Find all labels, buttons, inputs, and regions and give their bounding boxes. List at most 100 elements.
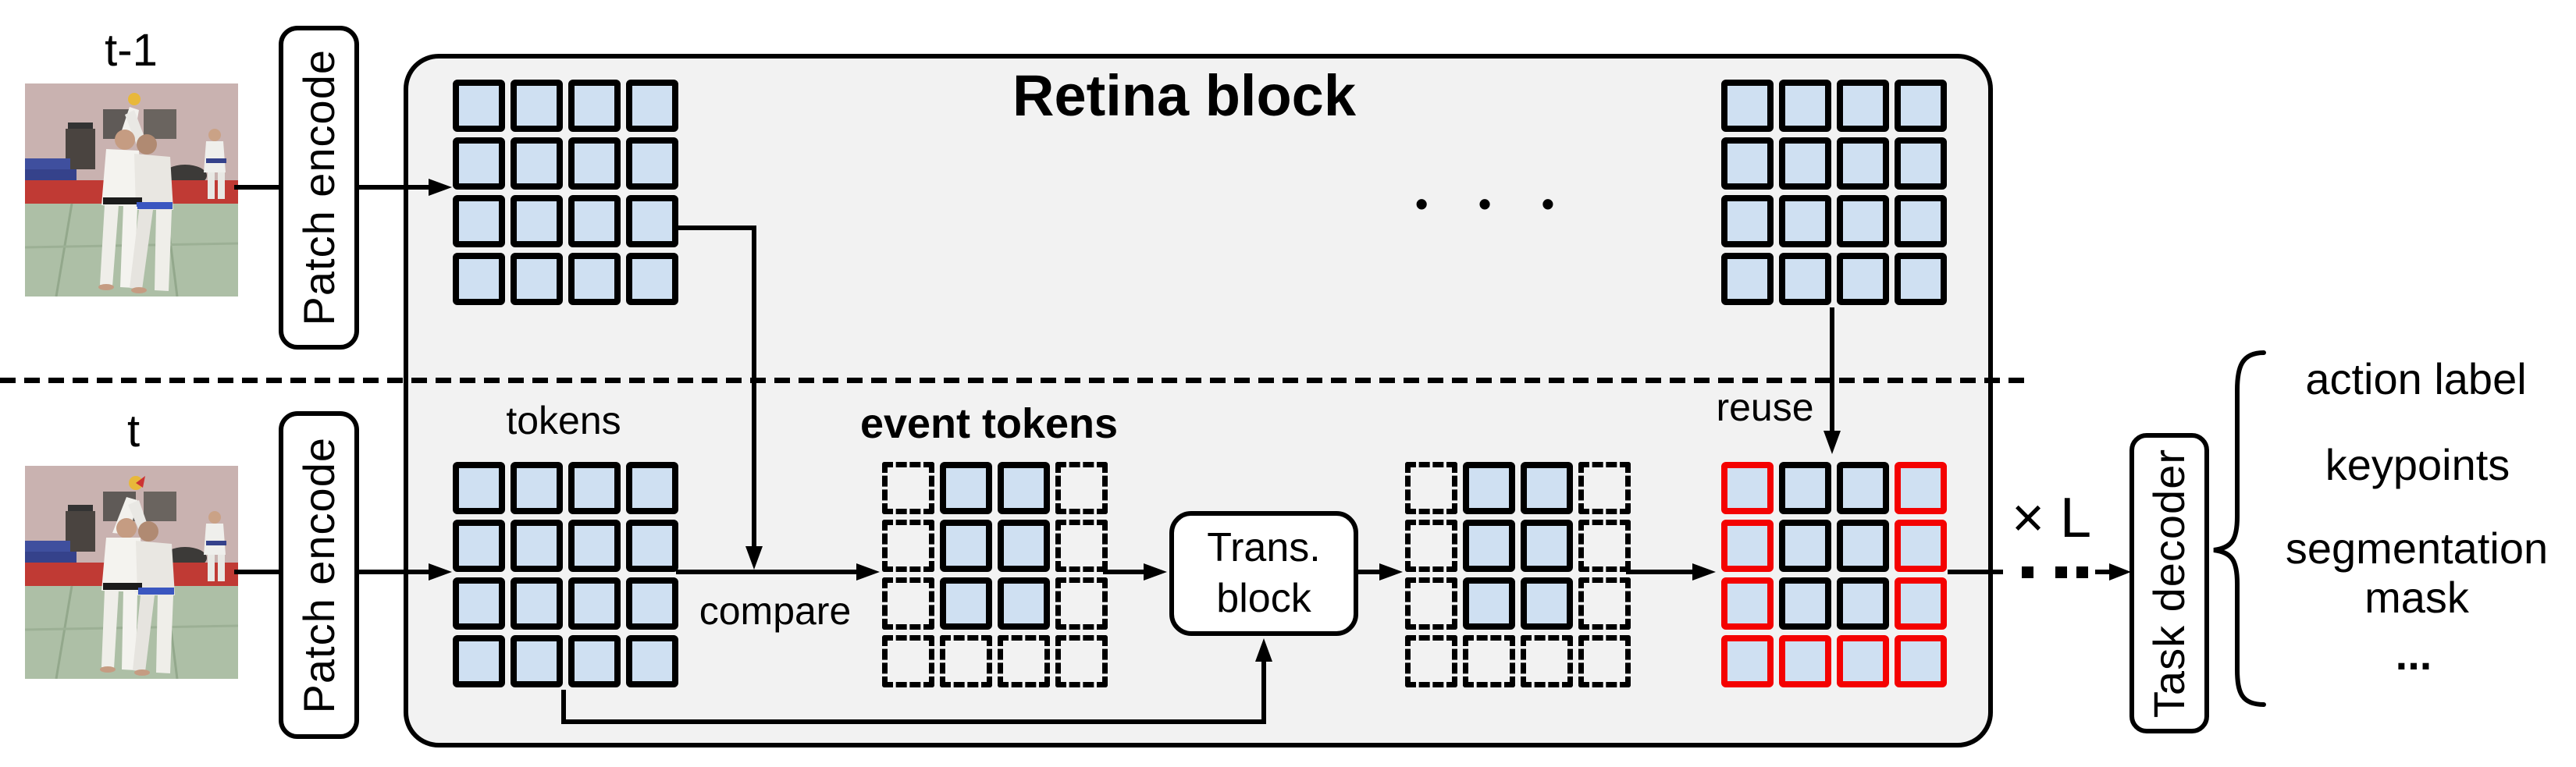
token-cell-r1-c3 (1578, 520, 1631, 572)
token-cell-r2-c1 (1779, 195, 1831, 247)
transformer-block: Trans. block (1169, 511, 1358, 636)
token-cell-r0-c3 (1895, 80, 1947, 132)
token-cell-r2-c0 (453, 577, 505, 630)
token-cell-r0-c2 (1521, 462, 1573, 514)
task-decoder-box: Task decoder (2129, 433, 2209, 733)
token-cell-r2-c1 (511, 577, 563, 630)
patch-encode-top-label: Patch encode (294, 49, 343, 326)
patch-encode-box-top: Patch encode (279, 26, 359, 350)
token-cell-r3-c3 (626, 635, 678, 687)
reuse-token-grid (1721, 462, 1947, 687)
token-cell-r0-c0 (1405, 462, 1457, 514)
token-cell-r1-c0 (882, 520, 934, 572)
token-cell-r0-c3 (626, 462, 678, 514)
token-cell-r0-c2 (998, 462, 1050, 514)
token-cell-r3-c0 (453, 253, 505, 305)
token-cell-r2-c2 (998, 577, 1050, 630)
token-cell-r0-c3 (626, 80, 678, 132)
video-frame-prev-image (24, 83, 239, 297)
token-cell-r2-c3 (626, 577, 678, 630)
token-cell-r3-c1 (1463, 635, 1515, 687)
token-cell-r1-c2 (1837, 520, 1889, 572)
token-cell-r0-c1 (1779, 80, 1831, 132)
token-cell-r2-c3 (1895, 577, 1947, 630)
token-cell-r0-c1 (1779, 462, 1831, 514)
token-cell-r1-c2 (568, 520, 621, 572)
token-cell-r3-c2 (1837, 253, 1889, 305)
output-ellipsis: ... (2395, 630, 2432, 679)
token-cell-r0-c1 (1463, 462, 1515, 514)
token-cell-r2-c2 (1521, 577, 1573, 630)
token-cell-r0-c0 (882, 462, 934, 514)
token-cell-r2-c2 (1837, 577, 1889, 630)
token-cell-r2-c0 (453, 195, 505, 247)
token-cell-r3-c1 (1779, 253, 1831, 305)
token-cell-r3-c0 (453, 635, 505, 687)
token-cell-r1-c2 (1521, 520, 1573, 572)
event-token-grid-output (1405, 462, 1631, 687)
token-cell-r2-c3 (1055, 577, 1108, 630)
output-segmentation-mask: segmentation mask (2285, 524, 2549, 622)
token-cell-r1-c3 (1895, 137, 1947, 190)
token-cell-r3-c0 (882, 635, 934, 687)
token-cell-r3-c1 (511, 253, 563, 305)
task-decoder-label: Task decoder (2144, 448, 2194, 719)
token-cell-r2-c0 (1721, 577, 1774, 630)
token-cell-r3-c2 (568, 253, 621, 305)
token-cell-r0-c0 (453, 462, 505, 514)
token-cell-r0-c2 (568, 462, 621, 514)
temporal-separator-dashed-line (0, 378, 2026, 383)
retina-block-title: Retina block (1012, 63, 1356, 128)
token-cell-r0-c2 (1837, 80, 1889, 132)
token-cell-r0-c1 (511, 462, 563, 514)
token-cell-r0-c0 (1721, 80, 1774, 132)
token-cell-r1-c3 (626, 137, 678, 190)
token-cell-r1-c1 (511, 520, 563, 572)
event-tokens-label: event tokens (859, 400, 1119, 447)
token-cell-r2-c1 (1779, 577, 1831, 630)
token-cell-r0-c1 (511, 80, 563, 132)
token-cell-r2-c3 (1578, 577, 1631, 630)
token-cell-r1-c1 (1463, 520, 1515, 572)
token-cell-r3-c2 (568, 635, 621, 687)
token-cell-r1-c2 (1837, 137, 1889, 190)
trans-block-line2: block (1216, 576, 1311, 621)
token-cell-r1-c3 (1055, 520, 1108, 572)
token-cell-r0-c0 (1721, 462, 1774, 514)
token-cell-r3-c3 (1055, 635, 1108, 687)
token-cell-r3-c2 (998, 635, 1050, 687)
token-cell-r1-c1 (511, 137, 563, 190)
token-cell-r0-c3 (1895, 462, 1947, 514)
frame-prev-label: t-1 (105, 25, 158, 76)
token-cell-r3-c3 (1578, 635, 1631, 687)
output-keypoints: keypoints (2325, 440, 2510, 489)
token-cell-r3-c1 (511, 635, 563, 687)
token-grid-prev-frame (453, 80, 678, 305)
token-cell-r3-c3 (626, 253, 678, 305)
ellipsis-icon: • • • (1415, 183, 1574, 224)
token-cell-r3-c1 (940, 635, 992, 687)
event-token-grid-input (882, 462, 1108, 687)
token-grid-layer-L (1721, 80, 1947, 305)
compare-label: compare (699, 589, 852, 633)
reuse-label: reuse (1716, 385, 1814, 429)
token-cell-r3-c0 (1405, 635, 1457, 687)
token-grid-curr-frame (453, 462, 678, 687)
token-cell-r2-c1 (1463, 577, 1515, 630)
token-cell-r0-c2 (568, 80, 621, 132)
token-cell-r3-c1 (1779, 635, 1831, 687)
frame-curr-label: t (126, 406, 141, 456)
token-cell-r0-c2 (1837, 462, 1889, 514)
token-cell-r3-c3 (1895, 635, 1947, 687)
token-cell-r1-c3 (1895, 520, 1947, 572)
token-cell-r3-c3 (1895, 253, 1947, 305)
token-cell-r1-c0 (1405, 520, 1457, 572)
token-cell-r3-c0 (1721, 635, 1774, 687)
token-cell-r0-c3 (1055, 462, 1108, 514)
token-cell-r2-c2 (568, 195, 621, 247)
token-cell-r0-c1 (940, 462, 992, 514)
token-cell-r3-c2 (1837, 635, 1889, 687)
token-cell-r2-c3 (626, 195, 678, 247)
token-cell-r2-c0 (1405, 577, 1457, 630)
